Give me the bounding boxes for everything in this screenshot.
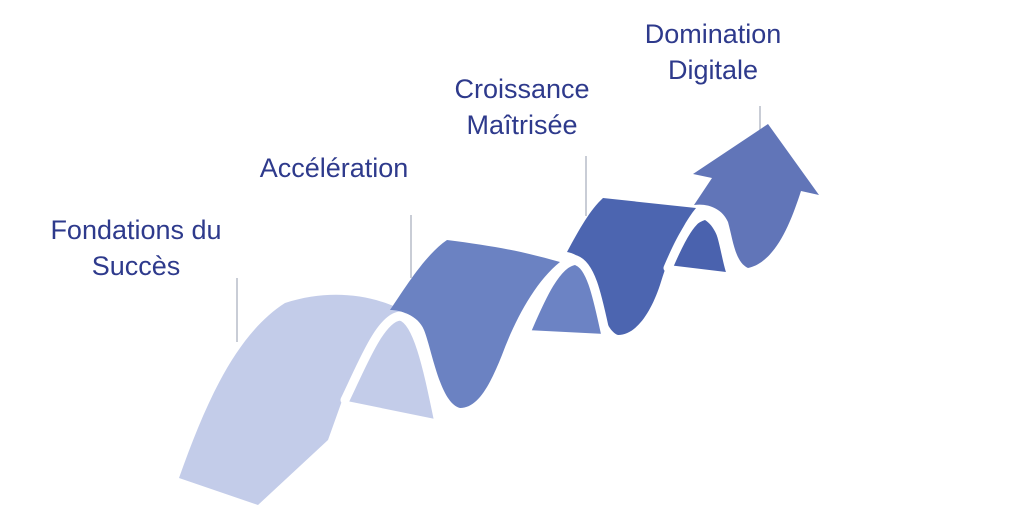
stage-label-acceleration: Accélération <box>246 150 422 186</box>
ribbon-stage-1 <box>179 294 440 505</box>
stage-label-line: Maîtrisée <box>466 110 578 140</box>
stage-label-line: Succès <box>91 251 181 281</box>
stage-label-line: Croissance <box>454 74 590 104</box>
ribbon-stage-2 <box>390 240 560 408</box>
stage-label-line: Digitale <box>667 55 759 85</box>
stage-label-line: Accélération <box>259 153 409 183</box>
ribbon-stage-2-shade <box>526 265 605 334</box>
ribbon-stage-3-shade <box>668 220 726 272</box>
wave-gap-1 <box>340 311 443 423</box>
stage-label-croissance: Croissance Maîtrisée <box>440 71 604 143</box>
stage-label-domination: Domination Digitale <box>630 16 796 88</box>
ribbon-stage-4-arrow <box>693 124 819 268</box>
wave-gap-2 <box>522 255 611 341</box>
stage-label-fondations: Fondations du Succès <box>36 212 236 284</box>
wave-gap-3 <box>663 208 735 275</box>
stage-label-line: Fondations du <box>50 215 222 245</box>
stage-label-line: Domination <box>644 19 782 49</box>
